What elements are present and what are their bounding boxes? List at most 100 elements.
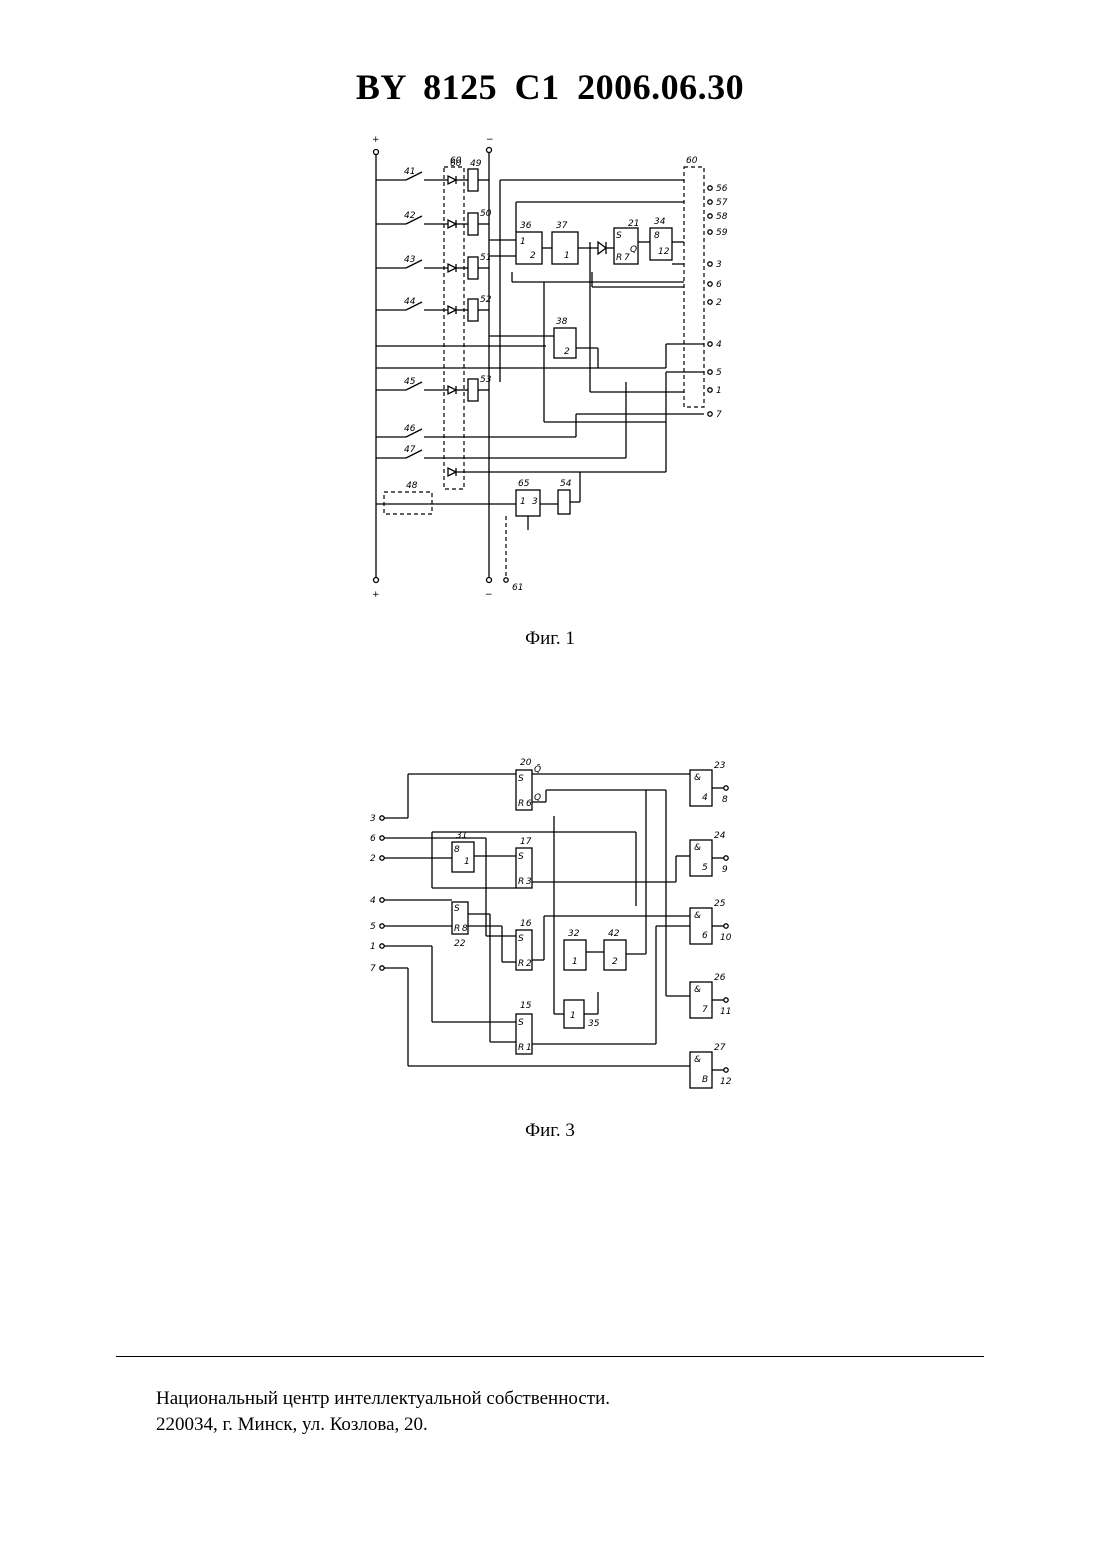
output6-label: 6 xyxy=(716,280,722,290)
t20-r-label: R xyxy=(518,799,524,809)
plus-top-label: + xyxy=(372,135,380,145)
el38-value-label: 2 xyxy=(564,347,570,357)
t17-num-label: 3 xyxy=(526,877,532,887)
g31-b-label: 1 xyxy=(464,857,470,867)
figure-1-caption: Фиг. 1 xyxy=(0,628,1100,650)
figure-3-svg: 3 6 2 4 5 1 7 xyxy=(366,756,736,1096)
output4-label: 4 xyxy=(716,340,722,350)
output57-label: 57 xyxy=(716,198,728,208)
footer: Национальный центр интеллектуальной собс… xyxy=(156,1386,610,1438)
minus-bottom-label: − xyxy=(485,590,493,600)
and25-sym-label: & xyxy=(694,911,701,921)
figure-3-caption: Фиг. 3 xyxy=(0,1120,1100,1142)
output1-label: 1 xyxy=(716,386,722,396)
output7-label: 7 xyxy=(716,410,722,420)
el37-value-label: 1 xyxy=(564,251,570,261)
fig3-input7-label: 7 xyxy=(370,964,376,974)
t15-num-label: 1 xyxy=(526,1043,532,1053)
gate32-label: 32 xyxy=(568,929,580,939)
fig3-input2-label: 2 xyxy=(370,854,376,864)
and24-num-label: 5 xyxy=(702,863,708,873)
el65-a-label: 1 xyxy=(520,497,526,507)
switch-rows xyxy=(376,172,666,458)
trigger17-label: 17 xyxy=(520,837,532,847)
el36-label: 36 xyxy=(520,221,532,231)
switch43-label: 43 xyxy=(404,255,416,265)
coil53-label: 53 xyxy=(480,375,492,385)
gate42-label: 42 xyxy=(608,929,620,939)
footer-divider xyxy=(116,1356,984,1357)
output9-label: 9 xyxy=(722,865,728,875)
switch42-label: 42 xyxy=(404,211,416,221)
and27-num-label: B xyxy=(702,1075,708,1085)
figure-3-inputs xyxy=(380,816,384,970)
el36-input-label: 1 xyxy=(520,237,526,247)
el34-label: 34 xyxy=(654,217,666,227)
g31-a-label: 8 xyxy=(454,845,460,855)
output5-label: 5 xyxy=(716,368,722,378)
figure-1-schematic: + − + − 60 60 41 42 43 44 45 46 47 xyxy=(366,132,736,602)
fig3-input3-label: 3 xyxy=(370,814,376,824)
and26-sym-label: & xyxy=(694,985,701,995)
block60b-label: 60 xyxy=(686,156,698,166)
figure-3-wiring xyxy=(384,774,724,1070)
t20-s-label: S xyxy=(518,774,524,784)
fig3-input1-label: 1 xyxy=(370,942,376,952)
fig3-input6-label: 6 xyxy=(370,834,376,844)
fig3-input4-label: 4 xyxy=(370,896,376,906)
and24-sym-label: & xyxy=(694,843,701,853)
output8-label: 8 xyxy=(722,795,728,805)
and27-sym-label: & xyxy=(694,1055,701,1065)
el36-output-label: 2 xyxy=(530,251,536,261)
figure-3-schematic: 3 6 2 4 5 1 7 xyxy=(366,756,736,1096)
trigger20-label: 20 xyxy=(520,758,532,768)
document-header: BY 8125 C1 2006.06.30 xyxy=(0,66,1100,108)
plus-bottom-label: + xyxy=(372,590,380,600)
fig3-input5-label: 5 xyxy=(370,922,376,932)
and25-label: 25 xyxy=(714,899,726,909)
g42-value-label: 2 xyxy=(612,957,618,967)
switch48-label: 48 xyxy=(406,481,418,491)
t15-r-label: R xyxy=(518,1043,524,1053)
and23-sym-label: & xyxy=(694,773,701,783)
trigger15-label: 15 xyxy=(520,1001,532,1011)
footer-line-1: Национальный центр интеллектуальной собс… xyxy=(156,1386,610,1412)
el21-s-label: S xyxy=(616,231,622,241)
trigger16-label: 16 xyxy=(520,919,532,929)
t22-num-label: 8 xyxy=(462,924,468,934)
and25-num-label: 6 xyxy=(702,931,708,941)
and27-label: 27 xyxy=(714,1043,726,1053)
t17-r-label: R xyxy=(518,877,524,887)
t16-s-label: S xyxy=(518,934,524,944)
t16-r-label: R xyxy=(518,959,524,969)
el21-r-label: R xyxy=(616,253,622,263)
output56-label: 56 xyxy=(716,184,728,194)
t22-r-label: R xyxy=(454,924,460,934)
t22-s-label: S xyxy=(454,904,460,914)
output58-label: 58 xyxy=(716,212,728,222)
el65-b-label: 3 xyxy=(532,497,538,507)
switch44-label: 44 xyxy=(404,297,416,307)
el21-q-label: Q xyxy=(630,245,637,255)
t15-s-label: S xyxy=(518,1018,524,1028)
coil50-label: 50 xyxy=(480,209,492,219)
coil52-label: 52 xyxy=(480,295,492,305)
figure-1-svg: + − + − 60 60 41 42 43 44 45 46 47 xyxy=(366,132,736,602)
coil49-label: 49 xyxy=(470,159,482,169)
el38-label: 38 xyxy=(556,317,568,327)
gate35-label: 35 xyxy=(588,1019,600,1029)
switch45-label: 45 xyxy=(404,377,416,387)
and23-num-label: 4 xyxy=(702,793,708,803)
output10-label: 10 xyxy=(720,933,732,943)
output59-label: 59 xyxy=(716,228,728,238)
output12-label: 12 xyxy=(720,1077,732,1087)
t20-q-label: Q xyxy=(534,793,541,803)
and23-label: 23 xyxy=(714,761,726,771)
t16-num-label: 2 xyxy=(526,959,532,969)
el65-label: 65 xyxy=(518,479,530,489)
footer-line-2: 220034, г. Минск, ул. Козлова, 20. xyxy=(156,1412,610,1438)
figure-3-outputs xyxy=(724,786,728,1072)
switch47-label: 47 xyxy=(404,445,416,455)
output2-label: 2 xyxy=(716,298,722,308)
switch46-label: 46 xyxy=(404,424,416,434)
